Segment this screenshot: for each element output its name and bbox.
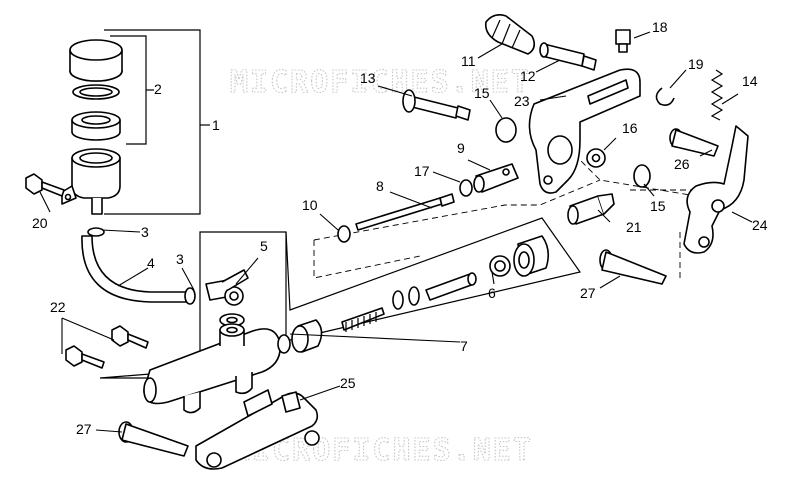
bracket-1 (104, 29, 201, 215)
callout-5: 5 (260, 238, 268, 254)
callout-3-lower: 3 (176, 251, 184, 267)
bolt-22-lower (65, 345, 105, 369)
callout-17: 17 (414, 163, 430, 179)
callout-11: 11 (461, 53, 476, 69)
callout-21: 21 (626, 219, 642, 235)
callout-27-left: 27 (76, 421, 92, 437)
callout-8: 8 (376, 178, 384, 194)
pedal-rubber-11 (484, 14, 536, 55)
piston-o-ring (277, 334, 291, 354)
push-rod-piston (425, 272, 477, 301)
axis-line-left (313, 240, 421, 279)
hose-clamp-upper (87, 227, 105, 237)
axis-line-upper (313, 179, 601, 241)
bolt-20 (25, 173, 65, 197)
callout-27-right: 27 (580, 285, 596, 301)
callout-6: 6 (488, 285, 496, 301)
callout-12: 12 (520, 68, 536, 84)
nut-17 (459, 179, 473, 197)
hose-fitting-5 (205, 269, 249, 306)
bolt-27-right (599, 249, 667, 285)
fluid-reservoir (61, 148, 121, 215)
callout-20: 20 (32, 215, 48, 231)
circlip-19 (655, 87, 675, 106)
lever-24 (683, 125, 749, 254)
bolt-22-upper (111, 325, 149, 349)
reservoir-gasket-ring (72, 84, 120, 100)
bolt-18 (615, 29, 631, 53)
reservoir-cap (69, 39, 123, 82)
callout-4: 4 (147, 255, 155, 271)
callout-10: 10 (302, 197, 318, 213)
callout-1: 1 (212, 117, 220, 133)
mounting-bracket-25 (195, 389, 320, 470)
return-spring-14 (710, 69, 724, 121)
callout-13: 13 (360, 70, 376, 86)
piston-sleeve (291, 319, 323, 353)
o-ring-10 (337, 225, 351, 243)
callout-23: 23 (514, 93, 530, 109)
hose-clamp-lower (184, 287, 196, 305)
bolt-27-left (118, 421, 189, 457)
pivot-pin-13 (402, 89, 471, 121)
callout-7: 7 (460, 338, 468, 354)
callout-2: 2 (154, 81, 162, 97)
watermark-top: MICROFICHES.NET (230, 65, 531, 100)
callout-18: 18 (652, 19, 668, 35)
callout-24: 24 (752, 217, 768, 233)
return-spring (341, 307, 385, 332)
callout-14: 14 (742, 73, 758, 89)
bolt-26 (669, 128, 719, 157)
reservoir-diaphragm (71, 111, 121, 141)
push-rod-8 (355, 193, 455, 231)
callout-9: 9 (457, 140, 465, 156)
callout-16: 16 (622, 120, 638, 136)
piston-seal-ring (392, 286, 420, 310)
o-ring-15-lower (633, 164, 651, 188)
callout-26: 26 (674, 156, 690, 172)
adapter-21 (567, 193, 615, 225)
callout-25: 25 (340, 375, 356, 391)
circlip-6 (489, 255, 511, 277)
callout-labels: 1 2 3 3 4 5 6 7 8 9 10 11 12 13 14 15 15… (32, 19, 768, 437)
callout-15-upper: 15 (474, 85, 490, 101)
clevis-9 (473, 163, 519, 193)
master-cylinder-body (143, 323, 281, 414)
callout-3-upper: 3 (141, 224, 149, 240)
o-ring-15-upper (495, 117, 517, 143)
callout-19: 19 (688, 56, 704, 72)
brake-hose-4 (81, 235, 187, 303)
pedal-pin-12 (539, 42, 597, 71)
callout-15-lower: 15 (650, 198, 666, 214)
brake-pedal-23 (528, 68, 641, 194)
dust-boot-6 (513, 235, 550, 277)
washer-5 (219, 313, 245, 327)
callout-22: 22 (50, 299, 66, 315)
washer-16 (586, 148, 606, 168)
leader-lines (39, 31, 753, 433)
